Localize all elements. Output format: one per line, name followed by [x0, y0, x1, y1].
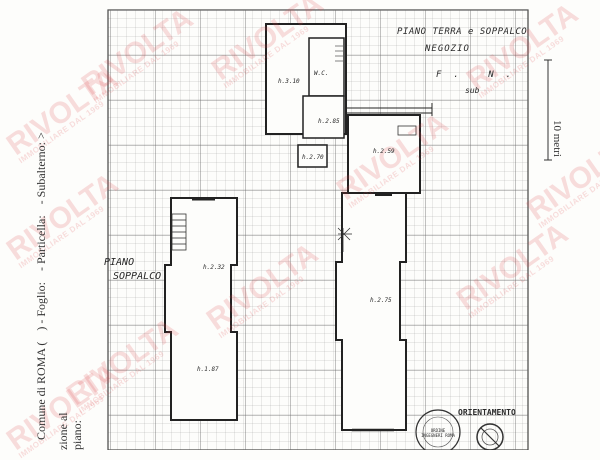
- height-label: h.2.59: [373, 148, 395, 155]
- foglio-label: ) - Foglio:: [34, 281, 48, 331]
- mezzanine-plan: [164, 197, 238, 421]
- plan-title: PIANO TERRA e SOPPALCO: [397, 27, 528, 37]
- scale-label: 10 metri: [551, 120, 563, 157]
- ubicazione-label: zione al: [56, 412, 70, 450]
- upper-rooms: [265, 23, 421, 194]
- shop-plan: [335, 192, 407, 431]
- sub-label: sub: [465, 86, 480, 95]
- cadastral-reference: Comune di ROMA ( ) - Foglio: - Particell…: [34, 124, 49, 440]
- compass-icon: [476, 423, 504, 450]
- subalterno-label: - Subalterno: >: [34, 132, 48, 205]
- comune-label: Comune di ROMA (: [34, 341, 48, 440]
- stamp-icon: [415, 409, 461, 450]
- orientation-label: ORIENTAMENTO: [458, 408, 516, 417]
- plan-subtitle: NEGOZIO: [425, 44, 470, 54]
- cadastral-reference-3: piano:: [70, 420, 85, 450]
- floor-plan: [107, 9, 552, 450]
- stamp-text: ORDINE INGEGNERI ROMA: [421, 428, 455, 438]
- wc-label: W.C.: [314, 70, 329, 77]
- height-label: h.3.10: [278, 78, 300, 85]
- height-label: h.1.87: [197, 366, 219, 373]
- particella-label: - Particella:: [34, 215, 48, 271]
- piano-label: piano:: [70, 420, 84, 450]
- soppalco-label: SOPPALCO: [113, 271, 162, 282]
- height-label: h.2.85: [318, 118, 340, 125]
- fn-label: F. N.: [436, 70, 524, 80]
- height-label: h.2.70: [302, 154, 324, 161]
- height-label: h.2.32: [203, 264, 225, 271]
- piano-label-plan: PIANO: [104, 257, 135, 268]
- cadastral-reference-2: zione al: [56, 412, 71, 450]
- height-label: h.2.75: [370, 297, 392, 304]
